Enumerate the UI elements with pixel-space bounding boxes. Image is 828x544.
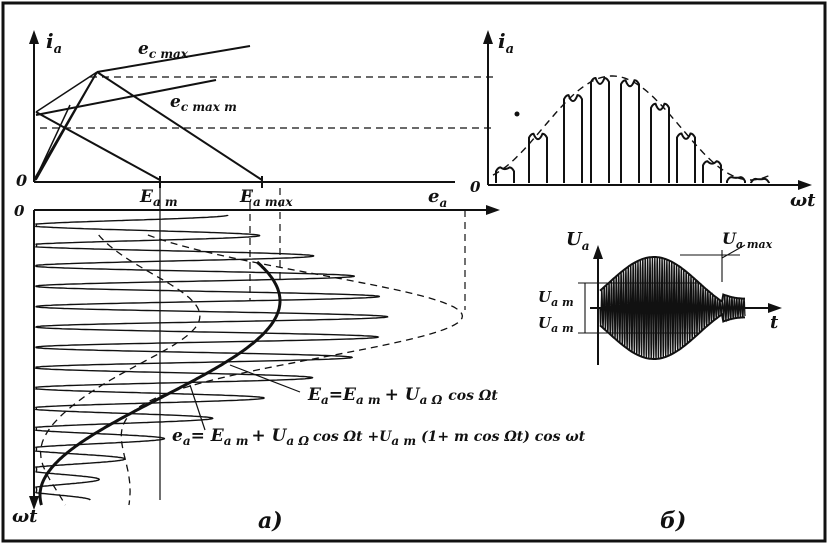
b-label-t: t: [770, 312, 779, 333]
lower-origin-label: 0: [14, 202, 25, 220]
b-origin-label: 0: [470, 178, 481, 196]
voltage-oscillation: [599, 256, 746, 359]
panel-b-bottom: Ua Ua max Ua т Ua т t б): [538, 229, 782, 534]
b-top-x-arrow: [798, 180, 812, 190]
caption-b: б): [660, 508, 686, 534]
bias-curve: [38, 260, 282, 506]
lower-x-arrow: [486, 205, 500, 215]
caption-a: а): [258, 508, 283, 534]
b-label-uamax: Ua max: [722, 229, 773, 251]
ec-max-t-line: [35, 79, 217, 116]
b-bottom-x-arrow: [768, 303, 782, 313]
panel-a-top: ia 0 ec max ec max т Ea т Ea max ea: [16, 29, 495, 210]
b-bottom-y-arrow: [593, 245, 603, 259]
uamax-leader: [721, 244, 746, 259]
label-ec-max: ec max: [138, 39, 189, 61]
steep-line-3: [35, 71, 98, 181]
label-ec-max-t: ec max т: [170, 92, 237, 114]
b-label-uat-1: Ua т: [538, 288, 574, 309]
envelope-inner: [39, 234, 201, 506]
ec-max-line: [96, 45, 251, 73]
b-top-y-arrow: [483, 30, 493, 44]
b-label-ua: Ua: [566, 229, 589, 253]
lower-y-arrow: [29, 496, 39, 510]
label-eamax: Ea max: [239, 187, 293, 209]
b-label-ia: ia: [498, 29, 514, 57]
pulse-envelope: [492, 75, 771, 181]
label-origin: 0: [16, 171, 27, 190]
load-line-t: [35, 111, 161, 181]
label-ia: ia: [46, 29, 62, 57]
panel-b-top: ia 0 ωt: [470, 29, 816, 211]
steep-line-2: [35, 71, 98, 113]
voltage-envelope: [599, 256, 745, 360]
dot-mark: [514, 111, 520, 117]
current-pulses: [495, 76, 770, 184]
cross-line: [33, 104, 71, 183]
b-label-omega-t: ωt: [790, 190, 816, 211]
leader-1: [229, 364, 301, 393]
label-eat: Ea т: [139, 187, 178, 209]
label-omega-t: ωt: [12, 506, 38, 527]
leader-2: [189, 384, 206, 431]
top-y-arrow: [29, 30, 39, 44]
load-line-max: [96, 71, 263, 181]
envelope-outer: [120, 234, 464, 506]
label-ea: ea: [428, 186, 447, 210]
b-label-uat-2: Ua т: [538, 314, 574, 335]
oscillation-trace: [34, 214, 389, 501]
